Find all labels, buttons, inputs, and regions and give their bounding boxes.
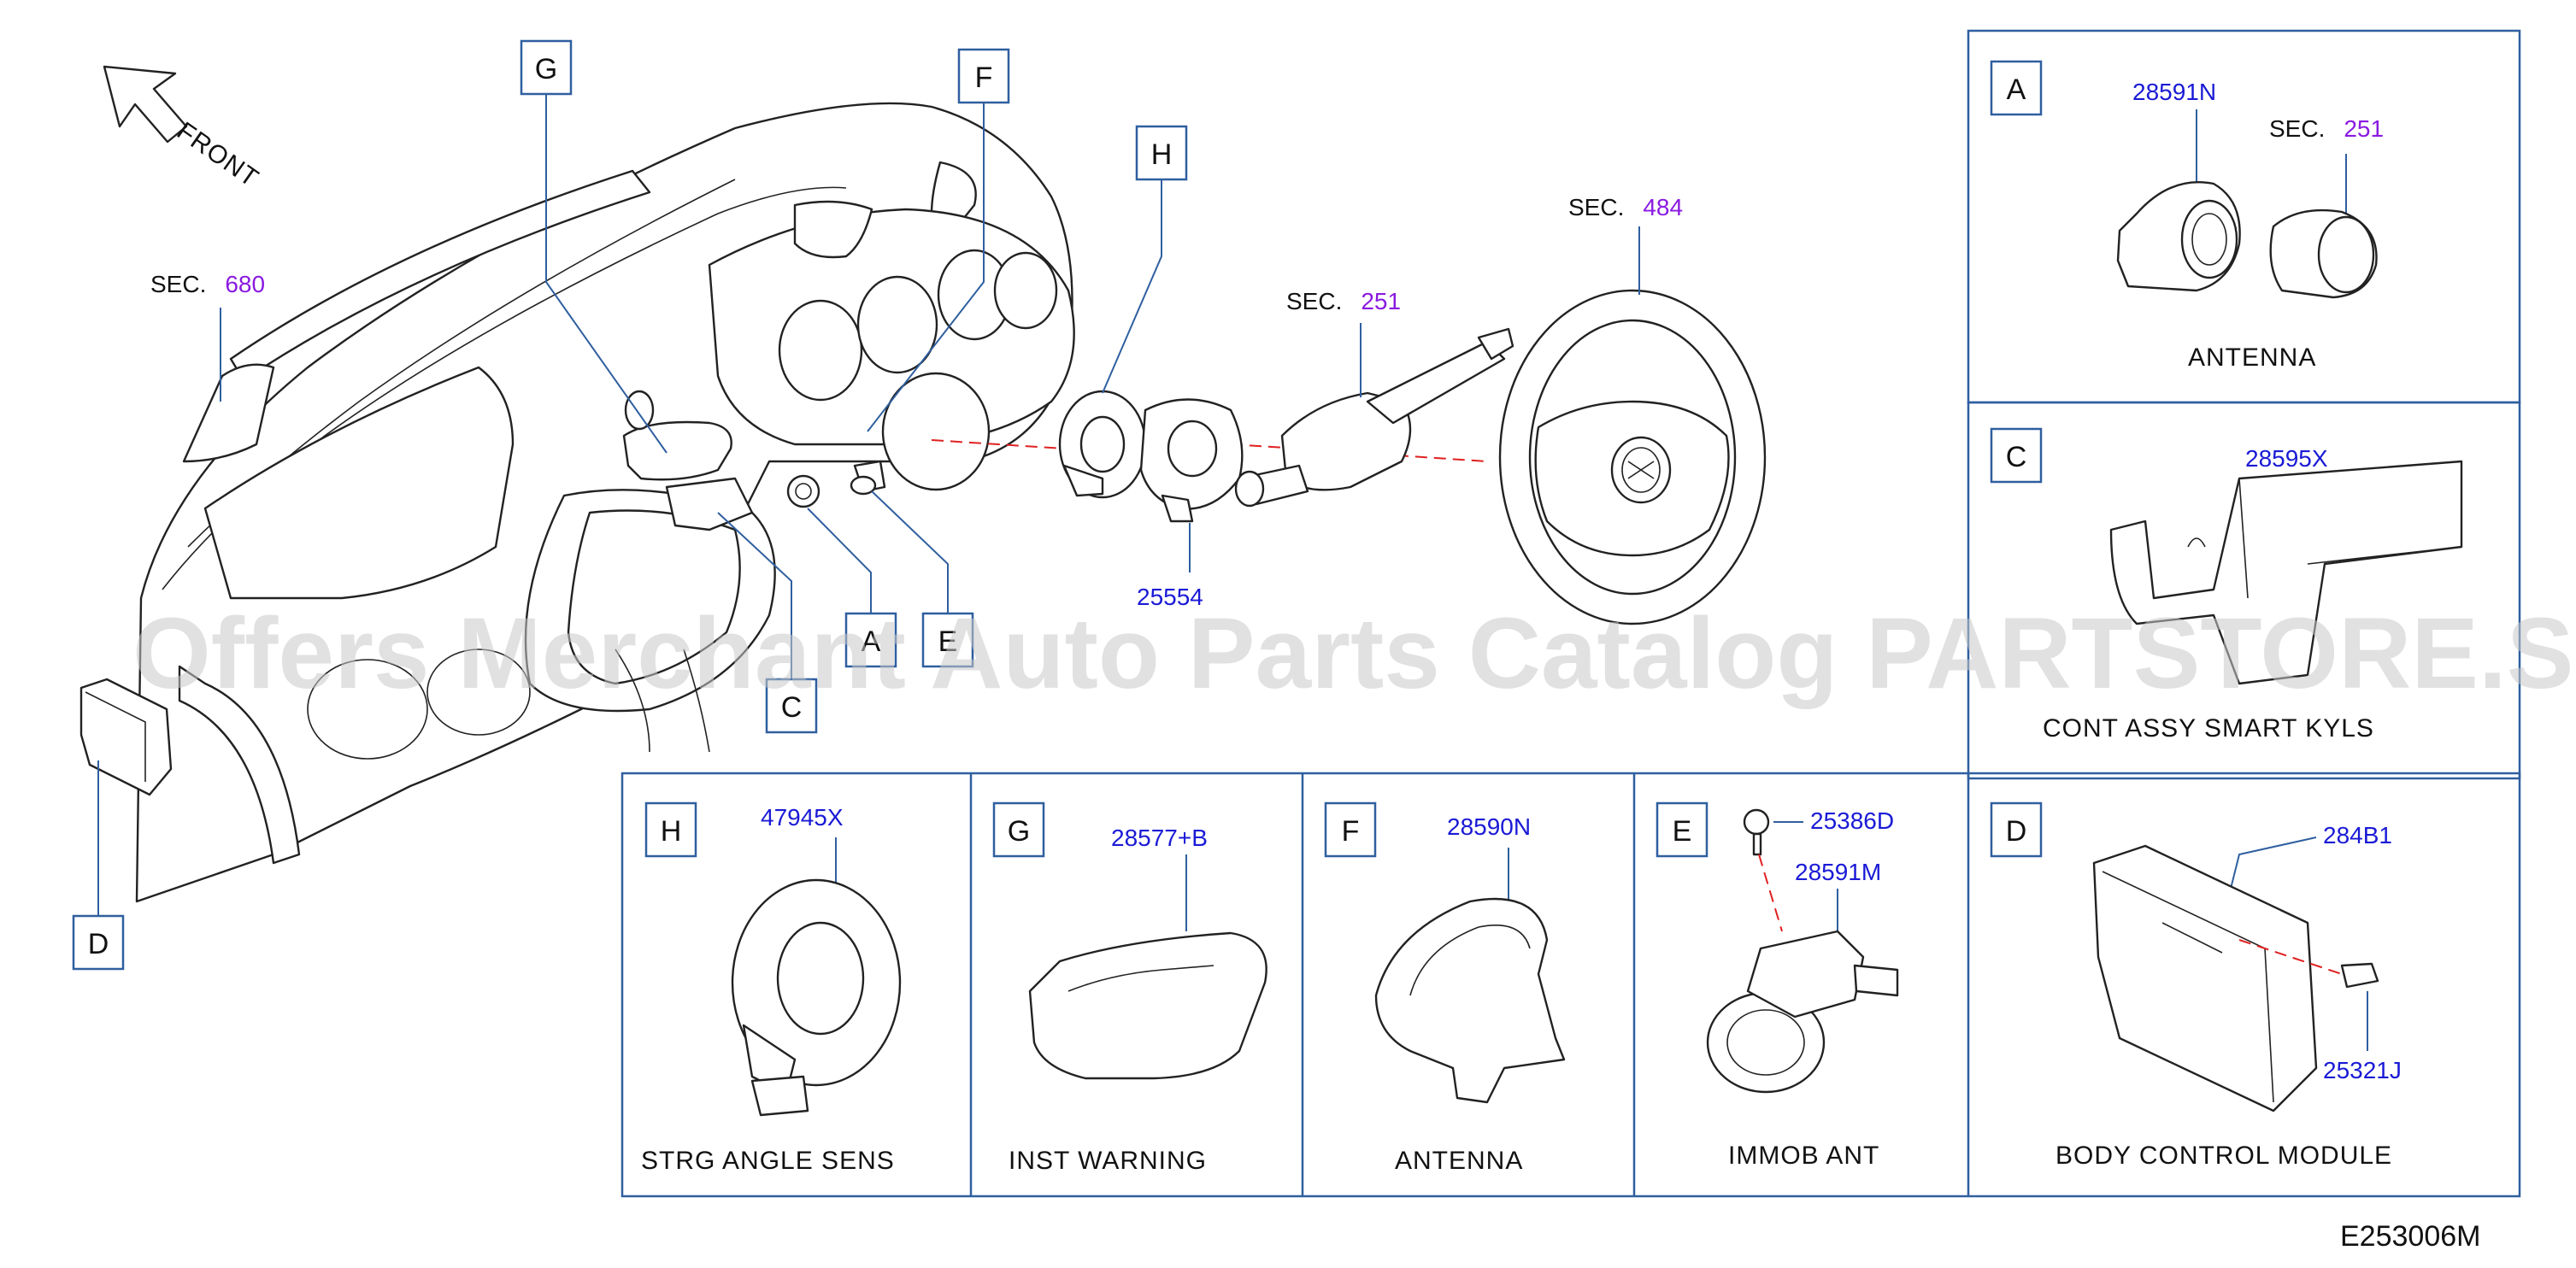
svg-text:STRG ANGLE SENS: STRG ANGLE SENS bbox=[641, 1147, 895, 1175]
steering-wheel-illustration bbox=[1498, 289, 1767, 625]
front-arrow: FRONT bbox=[103, 65, 264, 193]
svg-text:47945X: 47945X bbox=[761, 804, 844, 831]
svg-text:28591M: 28591M bbox=[1795, 859, 1881, 885]
svg-text:25321J: 25321J bbox=[2323, 1057, 2402, 1083]
svg-text:25386D: 25386D bbox=[1810, 807, 1894, 834]
steering-angle-sensor-illustration bbox=[1058, 390, 1147, 499]
front-arrow-icon bbox=[103, 65, 188, 144]
svg-text:28591N: 28591N bbox=[2132, 79, 2216, 105]
panel-a: A 28591N SEC.251 ANTENNA bbox=[1990, 60, 2384, 372]
dashboard-illustration bbox=[135, 102, 1075, 903]
sec-680-label: SEC.680 bbox=[150, 271, 265, 402]
svg-text:28595X: 28595X bbox=[2245, 445, 2328, 472]
svg-text:E: E bbox=[1673, 815, 1692, 848]
svg-text:ANTENNA: ANTENNA bbox=[1395, 1147, 1523, 1175]
svg-text:F: F bbox=[1342, 815, 1360, 848]
bottom-panels-frame bbox=[620, 772, 2521, 1198]
svg-text:CONT ASSY SMART KYLS: CONT ASSY SMART KYLS bbox=[2043, 714, 2374, 743]
callout-c: C bbox=[717, 512, 818, 734]
panel-f: F 28590N ANTENNA bbox=[1324, 801, 1566, 1175]
panel-h: H 47945X STRG ANGLE SENS bbox=[641, 801, 902, 1175]
callout-d: D bbox=[72, 760, 125, 971]
svg-text:D: D bbox=[88, 928, 109, 960]
panel-c: C 28595X CONT ASSY SMART KYLS bbox=[1990, 427, 2463, 743]
panel-g: G 28577+B INST WARNING bbox=[992, 801, 1267, 1175]
svg-text:H: H bbox=[661, 815, 682, 848]
svg-text:C: C bbox=[781, 691, 803, 724]
callout-f: F bbox=[867, 48, 1010, 432]
svg-text:D: D bbox=[2006, 815, 2027, 848]
sec-484-label: SEC.484 bbox=[1568, 194, 1683, 295]
svg-text:H: H bbox=[1151, 138, 1173, 171]
bcm-small-illustration bbox=[79, 678, 173, 796]
svg-text:284B1: 284B1 bbox=[2323, 822, 2392, 848]
svg-text:A: A bbox=[2007, 73, 2026, 106]
svg-text:SEC.251: SEC.251 bbox=[2269, 115, 2384, 142]
callout-a: A bbox=[807, 508, 897, 668]
diagram-code: E253006M bbox=[2340, 1220, 2480, 1253]
part-25554-label: 25554 bbox=[1137, 523, 1203, 610]
svg-text:ANTENNA: ANTENNA bbox=[2188, 343, 2316, 372]
panel-c-frame bbox=[1967, 401, 2521, 780]
svg-text:28590N: 28590N bbox=[1447, 813, 1531, 840]
svg-text:F: F bbox=[975, 62, 993, 94]
combination-switch-illustration bbox=[1234, 327, 1514, 508]
svg-text:G: G bbox=[535, 53, 557, 85]
svg-text:25554: 25554 bbox=[1137, 584, 1203, 610]
callout-h: H bbox=[1102, 125, 1188, 394]
svg-text:28577+B: 28577+B bbox=[1111, 825, 1208, 851]
front-label: FRONT bbox=[172, 117, 264, 193]
svg-text:SEC.251: SEC.251 bbox=[1286, 288, 1401, 314]
svg-text:IMMOB ANT: IMMOB ANT bbox=[1728, 1142, 1879, 1170]
callout-e: E bbox=[871, 490, 974, 668]
svg-text:G: G bbox=[1008, 815, 1030, 848]
svg-text:C: C bbox=[2006, 441, 2027, 473]
svg-text:E: E bbox=[938, 625, 958, 658]
svg-text:SEC.484: SEC.484 bbox=[1568, 194, 1683, 220]
svg-text:A: A bbox=[862, 625, 881, 658]
callout-g: G bbox=[520, 39, 668, 454]
watermark-text: Offers Merchant Auto Parts Catalog PARTS… bbox=[132, 597, 2576, 710]
sec-251-label: SEC.251 bbox=[1286, 288, 1401, 397]
svg-text:INST WARNING: INST WARNING bbox=[1009, 1147, 1207, 1175]
spiral-cable-illustration bbox=[1139, 398, 1244, 523]
svg-text:BODY CONTROL MODULE: BODY CONTROL MODULE bbox=[2056, 1142, 2392, 1170]
svg-text:SEC.680: SEC.680 bbox=[150, 271, 265, 297]
panel-d: D 284B1 25321J BODY CONTROL MODULE bbox=[1990, 801, 2402, 1170]
panel-e: E 25386D 28591M IMMOB ANT bbox=[1656, 801, 1899, 1170]
